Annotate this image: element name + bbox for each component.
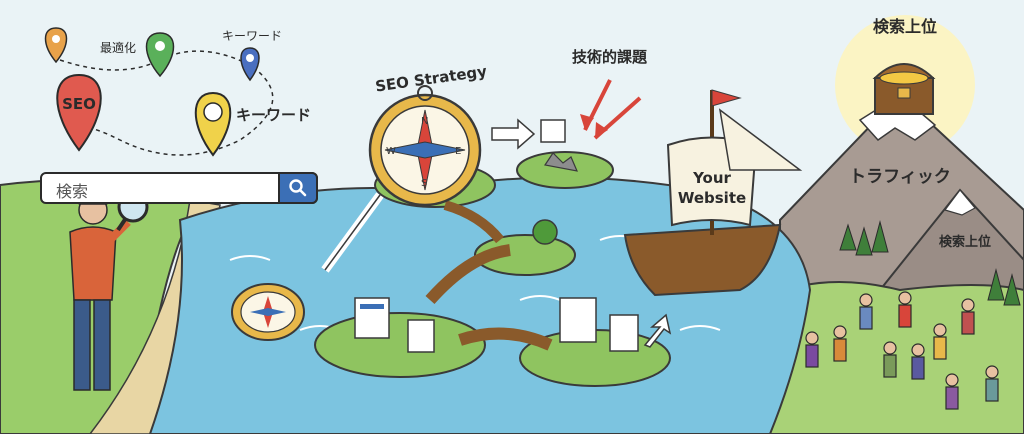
map-pin-icon	[194, 91, 232, 157]
keyword-small-label: キーワード	[222, 29, 282, 43]
map-pin-icon	[44, 27, 68, 64]
man-with-magnifier	[69, 195, 131, 391]
svg-text:S: S	[421, 178, 427, 189]
arrow-icon	[321, 192, 384, 273]
keyword-large-label: キーワード	[236, 106, 311, 124]
small-snow-cap	[944, 189, 976, 216]
compass-icon: N S E W	[368, 85, 482, 207]
flag-icon	[711, 89, 742, 107]
search-bar[interactable]: 検索	[40, 172, 318, 204]
compass-icon	[231, 283, 305, 341]
island-middle	[474, 234, 576, 276]
small-peak-label: 検索上位	[939, 234, 991, 250]
treasure-chest-icon	[872, 63, 936, 115]
svg-text:W: W	[386, 146, 396, 157]
search-button[interactable]	[278, 172, 318, 204]
bridge-3	[443, 200, 504, 244]
traffic-label: トラフィック	[849, 167, 951, 187]
page-card-icon	[407, 319, 435, 353]
island-left	[314, 312, 486, 378]
page-card-icon	[609, 314, 639, 352]
search-input[interactable]: 検索	[56, 182, 89, 201]
water-ripples	[229, 235, 721, 331]
seo-pin-label: SEO	[62, 95, 96, 113]
arrow-icon	[491, 118, 536, 150]
search-icon	[289, 179, 307, 197]
dotted-trail	[59, 50, 274, 156]
page-card-icon	[540, 119, 566, 143]
island-technical	[516, 151, 614, 189]
crowd	[805, 291, 999, 410]
top-choice-label: 最適化	[100, 40, 136, 55]
page-card-header	[360, 304, 384, 309]
map-pin-icon	[56, 73, 102, 152]
arrow-icon	[643, 313, 672, 348]
svg-text:N: N	[421, 116, 428, 127]
ship	[623, 89, 803, 297]
red-arrowhead	[580, 114, 594, 130]
summit-label: 検索上位	[873, 17, 937, 36]
red-arrowhead	[595, 122, 608, 138]
ship-sail-line2: Website	[678, 189, 746, 207]
tree	[532, 219, 558, 245]
svg-text:E: E	[455, 146, 461, 157]
map-pin-icon	[145, 32, 175, 78]
page-card-icon	[559, 297, 597, 343]
ship-sail-line1: Your	[692, 169, 731, 187]
rock-pile	[543, 152, 578, 172]
technical-label: 技術的課題	[572, 48, 648, 66]
bridge-2	[458, 327, 553, 351]
map-pin-icon	[240, 47, 260, 82]
bridge-1	[425, 244, 511, 304]
pine-trees	[839, 220, 1021, 306]
